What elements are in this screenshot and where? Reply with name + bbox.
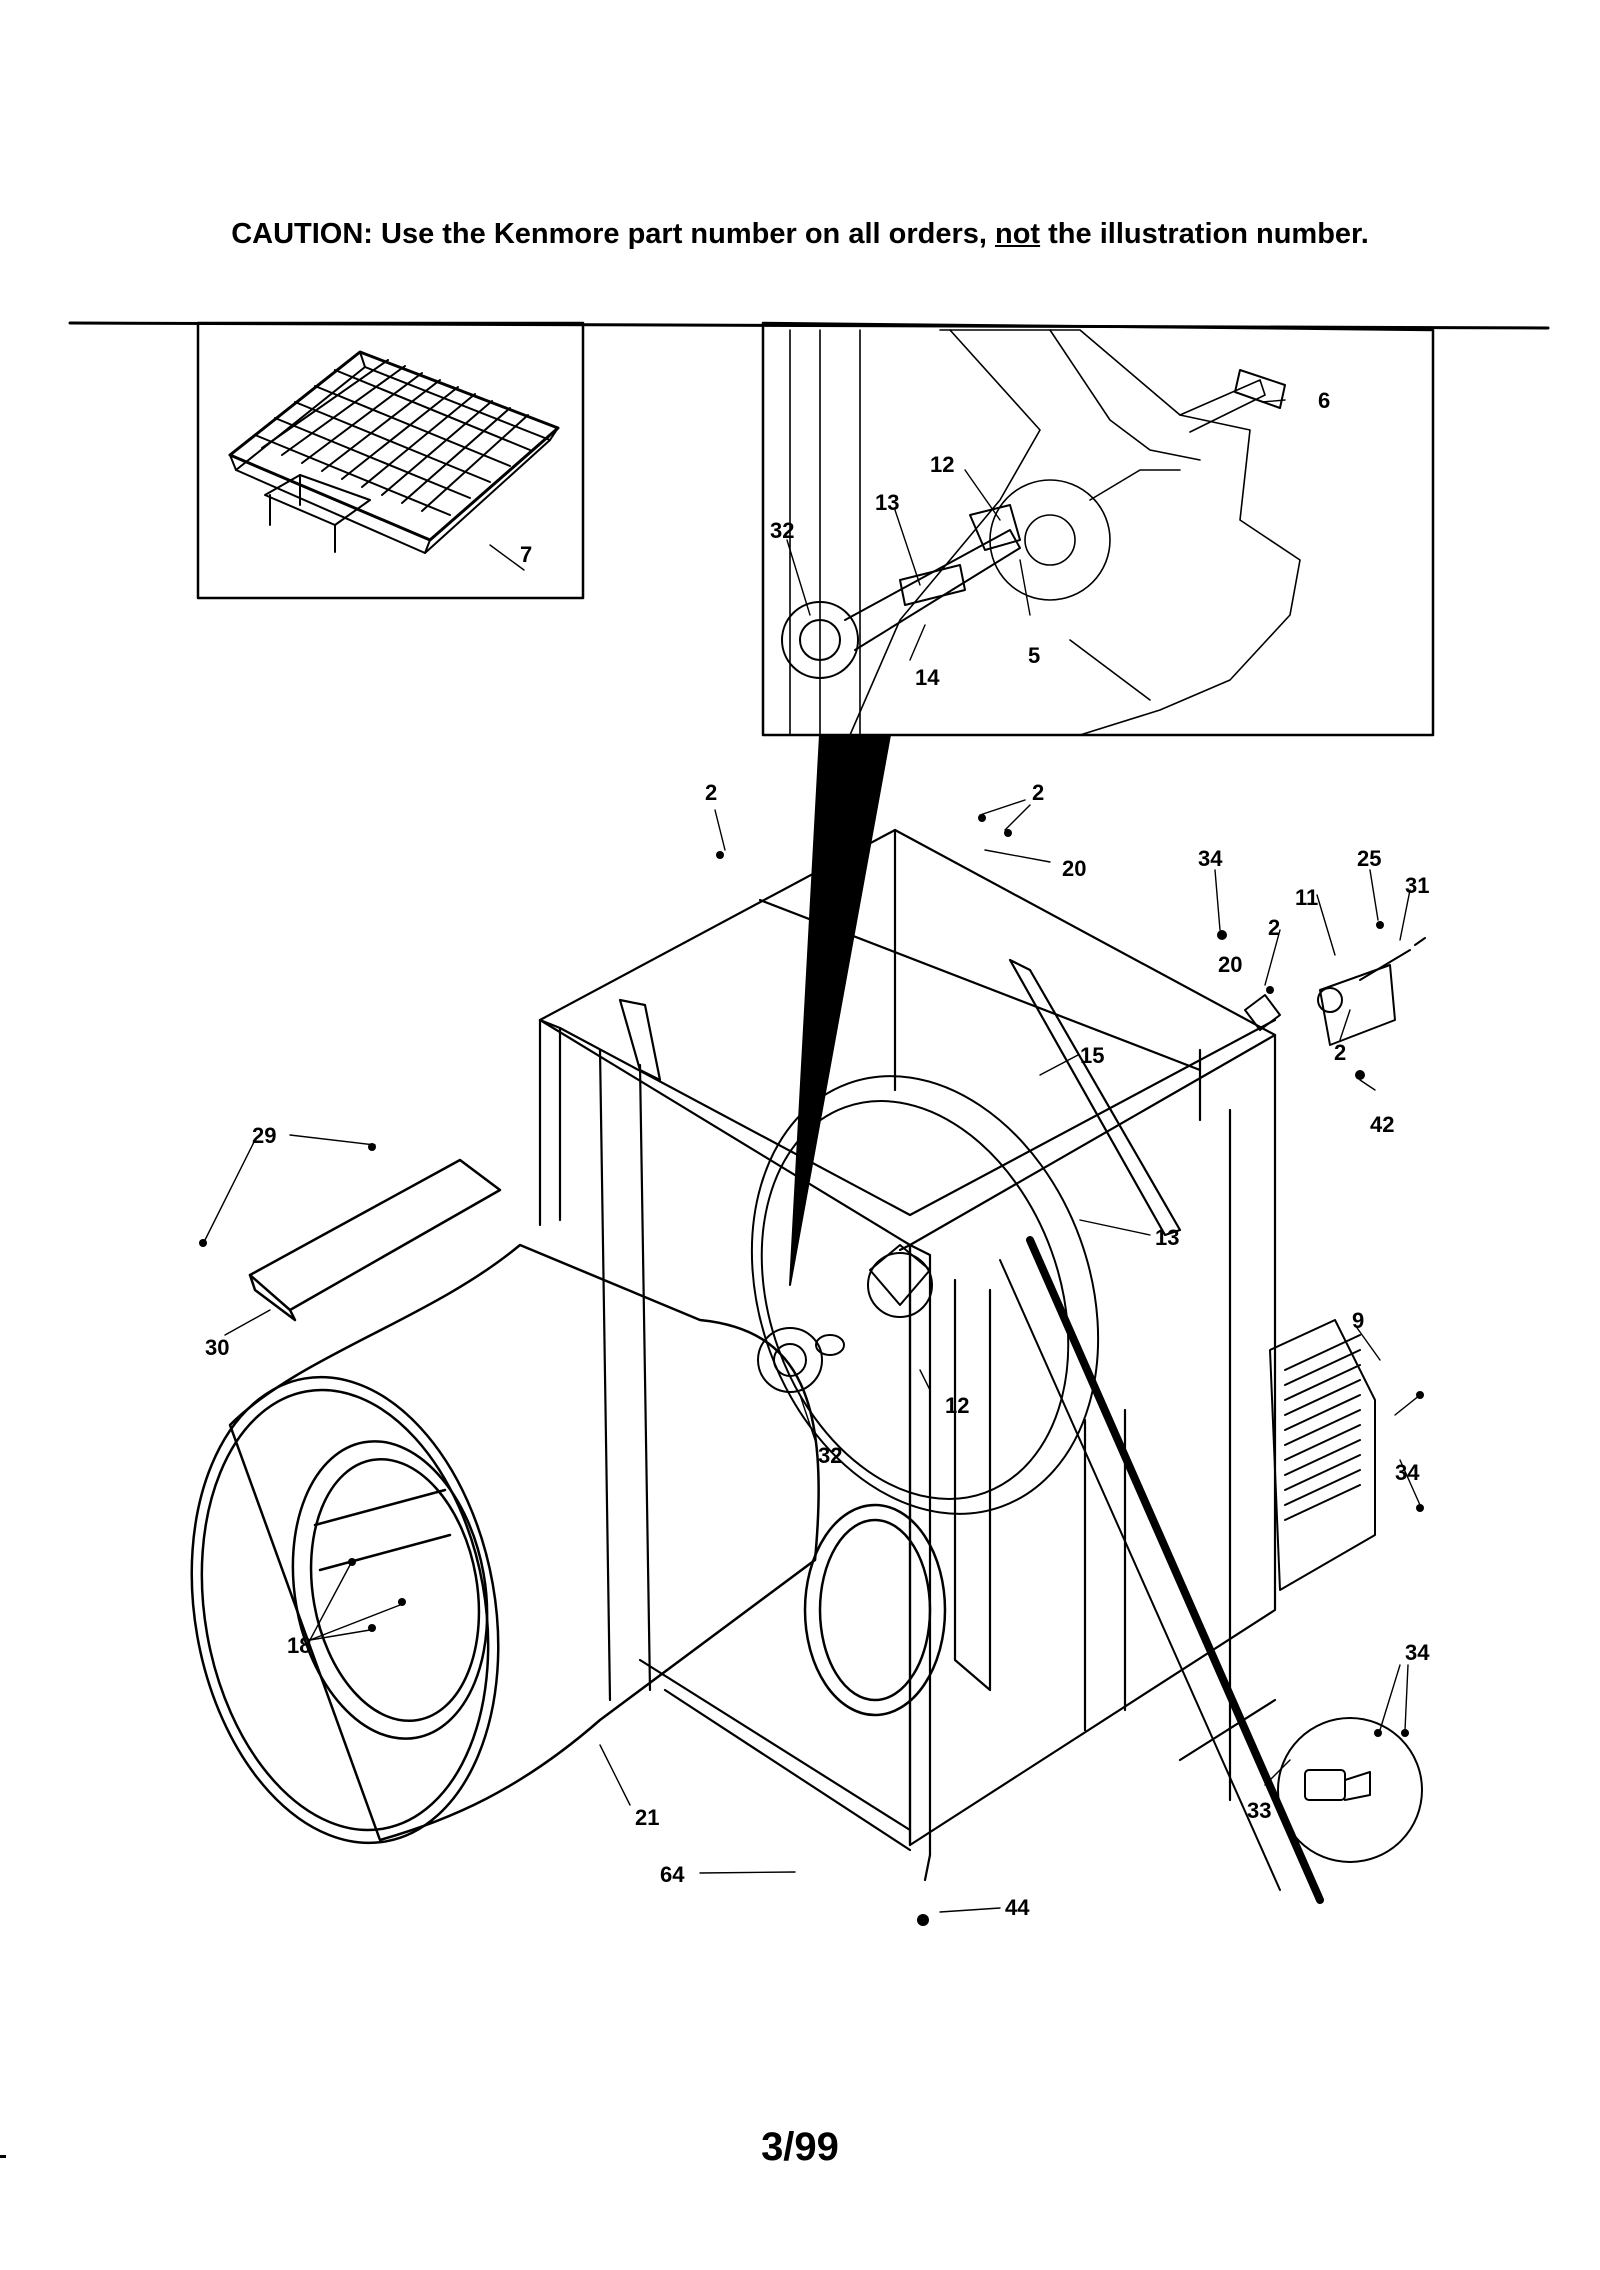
callout-34-grille: 34 bbox=[1395, 1460, 1420, 1485]
rack-inset bbox=[196, 321, 585, 600]
drum-front-assembly bbox=[190, 1243, 947, 1845]
screws bbox=[199, 814, 1424, 1926]
lint-duct bbox=[248, 1158, 502, 1322]
callout-13: 13 bbox=[1155, 1225, 1179, 1250]
callout-30: 30 bbox=[205, 1335, 229, 1360]
callout-inset-5: 5 bbox=[1028, 643, 1040, 668]
caution-suffix: the illustration number. bbox=[1040, 218, 1369, 250]
callout-inset-6: 6 bbox=[1318, 388, 1330, 413]
callout-leaders bbox=[204, 399, 1421, 1913]
inset-bracket-part-6 bbox=[1234, 369, 1286, 409]
callout-labels: 7 6 12 13 32 14 5 2 2 20 34 25 11 31 2 2… bbox=[205, 388, 1430, 1920]
thermal-fuse-detail bbox=[1277, 1717, 1423, 1863]
callout-20-top: 20 bbox=[1062, 856, 1086, 881]
thermostat-bracket-assembly bbox=[1244, 937, 1426, 1046]
callout-64: 64 bbox=[660, 1862, 685, 1887]
callout-9: 9 bbox=[1352, 1308, 1364, 1333]
callout-inset-14: 14 bbox=[915, 665, 940, 690]
callout-20-right: 20 bbox=[1218, 952, 1242, 977]
callout-33: 33 bbox=[1247, 1798, 1271, 1823]
drum-bearing bbox=[757, 1327, 845, 1393]
rear-bulkhead-closeup bbox=[789, 329, 1301, 736]
rear-vent-grille bbox=[1269, 1319, 1376, 1591]
callout-12: 12 bbox=[945, 1393, 969, 1418]
callout-2-top: 2 bbox=[1032, 780, 1044, 805]
callout-2-right: 2 bbox=[1268, 915, 1280, 940]
caution-emphasis: not bbox=[995, 218, 1041, 250]
margin-mark bbox=[0, 2155, 6, 2158]
callout-29: 29 bbox=[252, 1123, 276, 1148]
callout-31: 31 bbox=[1405, 873, 1429, 898]
callout-2-left: 2 bbox=[705, 780, 717, 805]
callout-inset-12: 12 bbox=[930, 452, 954, 477]
callout-2-right-lower: 2 bbox=[1334, 1040, 1346, 1065]
drum-bearing-inset bbox=[761, 321, 1435, 737]
callout-25: 25 bbox=[1357, 846, 1381, 871]
callout-34-top: 34 bbox=[1198, 846, 1223, 871]
callout-34-bottom: 34 bbox=[1405, 1640, 1430, 1665]
callout-inset-13: 13 bbox=[875, 490, 899, 515]
callout-inset-32: 32 bbox=[770, 518, 794, 543]
dryer-cabinet bbox=[538, 828, 1277, 1882]
callout-18: 18 bbox=[287, 1633, 311, 1658]
callout-15: 15 bbox=[1080, 1043, 1104, 1068]
caution-caption: CAUTION: Use the Kenmore part number on … bbox=[0, 218, 1600, 251]
callout-44: 44 bbox=[1005, 1895, 1030, 1920]
callout-11: 11 bbox=[1295, 885, 1318, 910]
callout-7: 7 bbox=[520, 542, 532, 567]
callout-32: 32 bbox=[818, 1443, 842, 1468]
callout-42: 42 bbox=[1370, 1112, 1394, 1137]
callout-21: 21 bbox=[635, 1805, 659, 1830]
drum-rear-wheel bbox=[750, 1075, 1324, 1904]
caution-text: CAUTION: Use the Kenmore part number on … bbox=[231, 218, 995, 250]
page-number: 3/99 bbox=[761, 2125, 839, 2169]
bearing-shaft-assembly bbox=[781, 504, 1021, 679]
drying-rack-illustration bbox=[228, 350, 560, 554]
